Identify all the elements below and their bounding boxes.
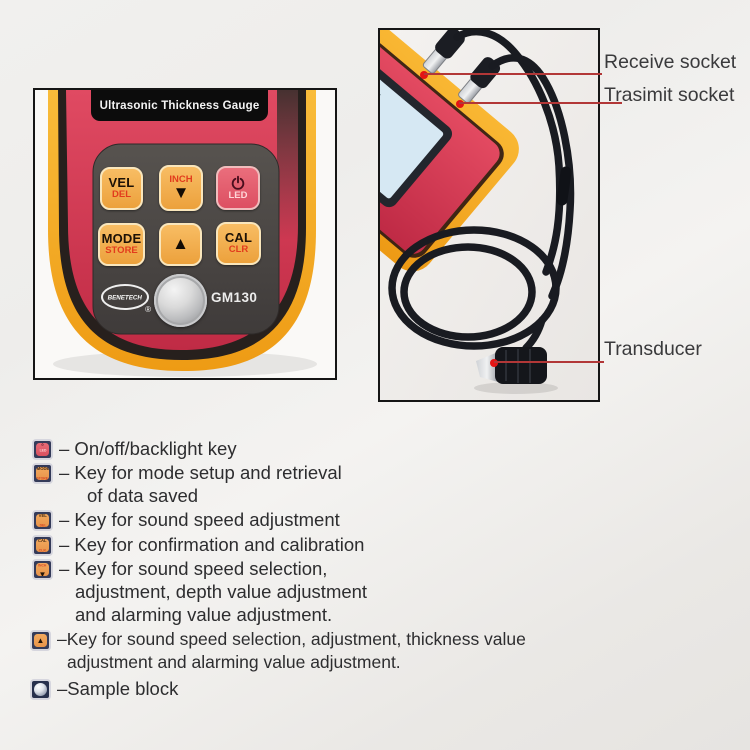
mode-key-label: MODE (101, 230, 142, 246)
transducer-label: Transducer (604, 338, 702, 360)
legend-row-cal: CAL CLR – Key for confirmation and calib… (32, 533, 364, 556)
down-arrow-icon: ▼ (172, 182, 190, 202)
transmit-socket-leader-line (459, 102, 622, 104)
legend-row-down-key: INCH ▼ – Key for sound speed selection, … (32, 557, 367, 626)
legend-row-mode: MODE STORE – Key for mode setup and retr… (32, 461, 342, 507)
legend-vel-minilabel: VEL (38, 514, 47, 518)
gauge-front-photo: Ultrasonic Thickness Gauge VEL DEL INCH … (33, 88, 337, 380)
transmit-socket-label: Trasimit socket (604, 84, 735, 106)
legend-store-minilabel: STORE (36, 476, 49, 480)
del-key-label: DEL (112, 189, 131, 201)
sample-block-icon (30, 679, 51, 700)
legend-line: –Sample block (57, 678, 179, 699)
power-led-key: LED (216, 166, 260, 210)
legend-line: – Key for sound speed adjustment (59, 509, 340, 530)
vel-key-label: VEL (108, 174, 135, 190)
legend-clr-minilabel: CLR (39, 548, 46, 552)
sample-block-disc (154, 274, 207, 327)
receive-socket-leader-line (424, 73, 602, 75)
cal-clr-key: CAL CLR (216, 222, 261, 265)
mode-key-icon: MODE STORE (32, 463, 53, 484)
legend-line: adjustment, depth value adjustment (75, 581, 368, 602)
legend-line: – On/off/backlight key (59, 438, 237, 459)
up-arrow-icon: ▲ (172, 234, 189, 254)
legend-line: – Key for confirmation and calibration (59, 534, 365, 555)
legend-line: – Key for mode setup and retrieval (59, 462, 342, 483)
registered-mark: ® (145, 305, 151, 314)
model-number: GM130 (211, 290, 258, 305)
inch-key-label: INCH (169, 174, 193, 186)
gauge-cables-photo: kHz ⌁ ▭ (378, 28, 600, 402)
device-title-text: Ultrasonic Thickness Gauge (99, 99, 260, 112)
up-key-icon: ▲ (30, 630, 51, 651)
probe-cables (388, 30, 575, 352)
clr-key-label: CLR (228, 244, 249, 256)
mode-store-key: MODE STORE (98, 223, 145, 266)
legend-cal-minilabel: CAL (38, 539, 47, 543)
inch-down-key: INCH ▼ (159, 165, 203, 211)
legend-led-minilabel: LED (39, 448, 46, 453)
benetech-logo-text: BENETECH (107, 293, 143, 301)
down-arrow-mini-icon: ▼ (38, 569, 47, 576)
legend-inch-minilabel: INCH (38, 563, 47, 568)
transducer-leader-line (494, 361, 604, 363)
legend-row-vel: VEL DEL – Key for sound speed adjustment (32, 508, 340, 531)
power-key-icon: LED (32, 439, 53, 460)
up-arrow-mini-icon: ▲ (36, 635, 45, 645)
led-key-label: LED (228, 189, 248, 201)
vel-key-icon: VEL DEL (32, 510, 53, 531)
legend-row-power: LED – On/off/backlight key (32, 437, 237, 460)
receive-socket-label: Receive socket (604, 51, 737, 73)
legend-line: – Key for sound speed selection, (59, 558, 328, 579)
power-glyph-icon (41, 443, 44, 446)
cal-key-label: CAL (224, 229, 253, 245)
legend-line: of data saved (87, 485, 199, 506)
cables-art: kHz ⌁ ▭ (380, 30, 598, 400)
cal-key-icon: CAL CLR (32, 535, 53, 556)
up-key: ▲ (159, 223, 202, 266)
legend-line: adjustment and alarming value adjustment… (67, 652, 401, 672)
legend-row-sample-block: –Sample block (30, 677, 178, 700)
legend-line: and alarming value adjustment. (75, 604, 333, 625)
down-key-icon: INCH ▼ (32, 559, 53, 580)
legend-line: –Key for sound speed selection, adjustme… (57, 629, 526, 649)
power-icon (231, 175, 245, 190)
legend-del-minilabel: DEL (39, 523, 46, 527)
device-title-band: Ultrasonic Thickness Gauge (91, 90, 268, 121)
legend-mode-minilabel: MODE (36, 467, 49, 471)
benetech-logo: BENETECH ® (101, 284, 151, 314)
legend-row-up-key: ▲ –Key for sound speed selection, adjust… (30, 628, 526, 674)
store-key-label: STORE (105, 245, 138, 257)
vel-del-key: VEL DEL (100, 167, 143, 210)
